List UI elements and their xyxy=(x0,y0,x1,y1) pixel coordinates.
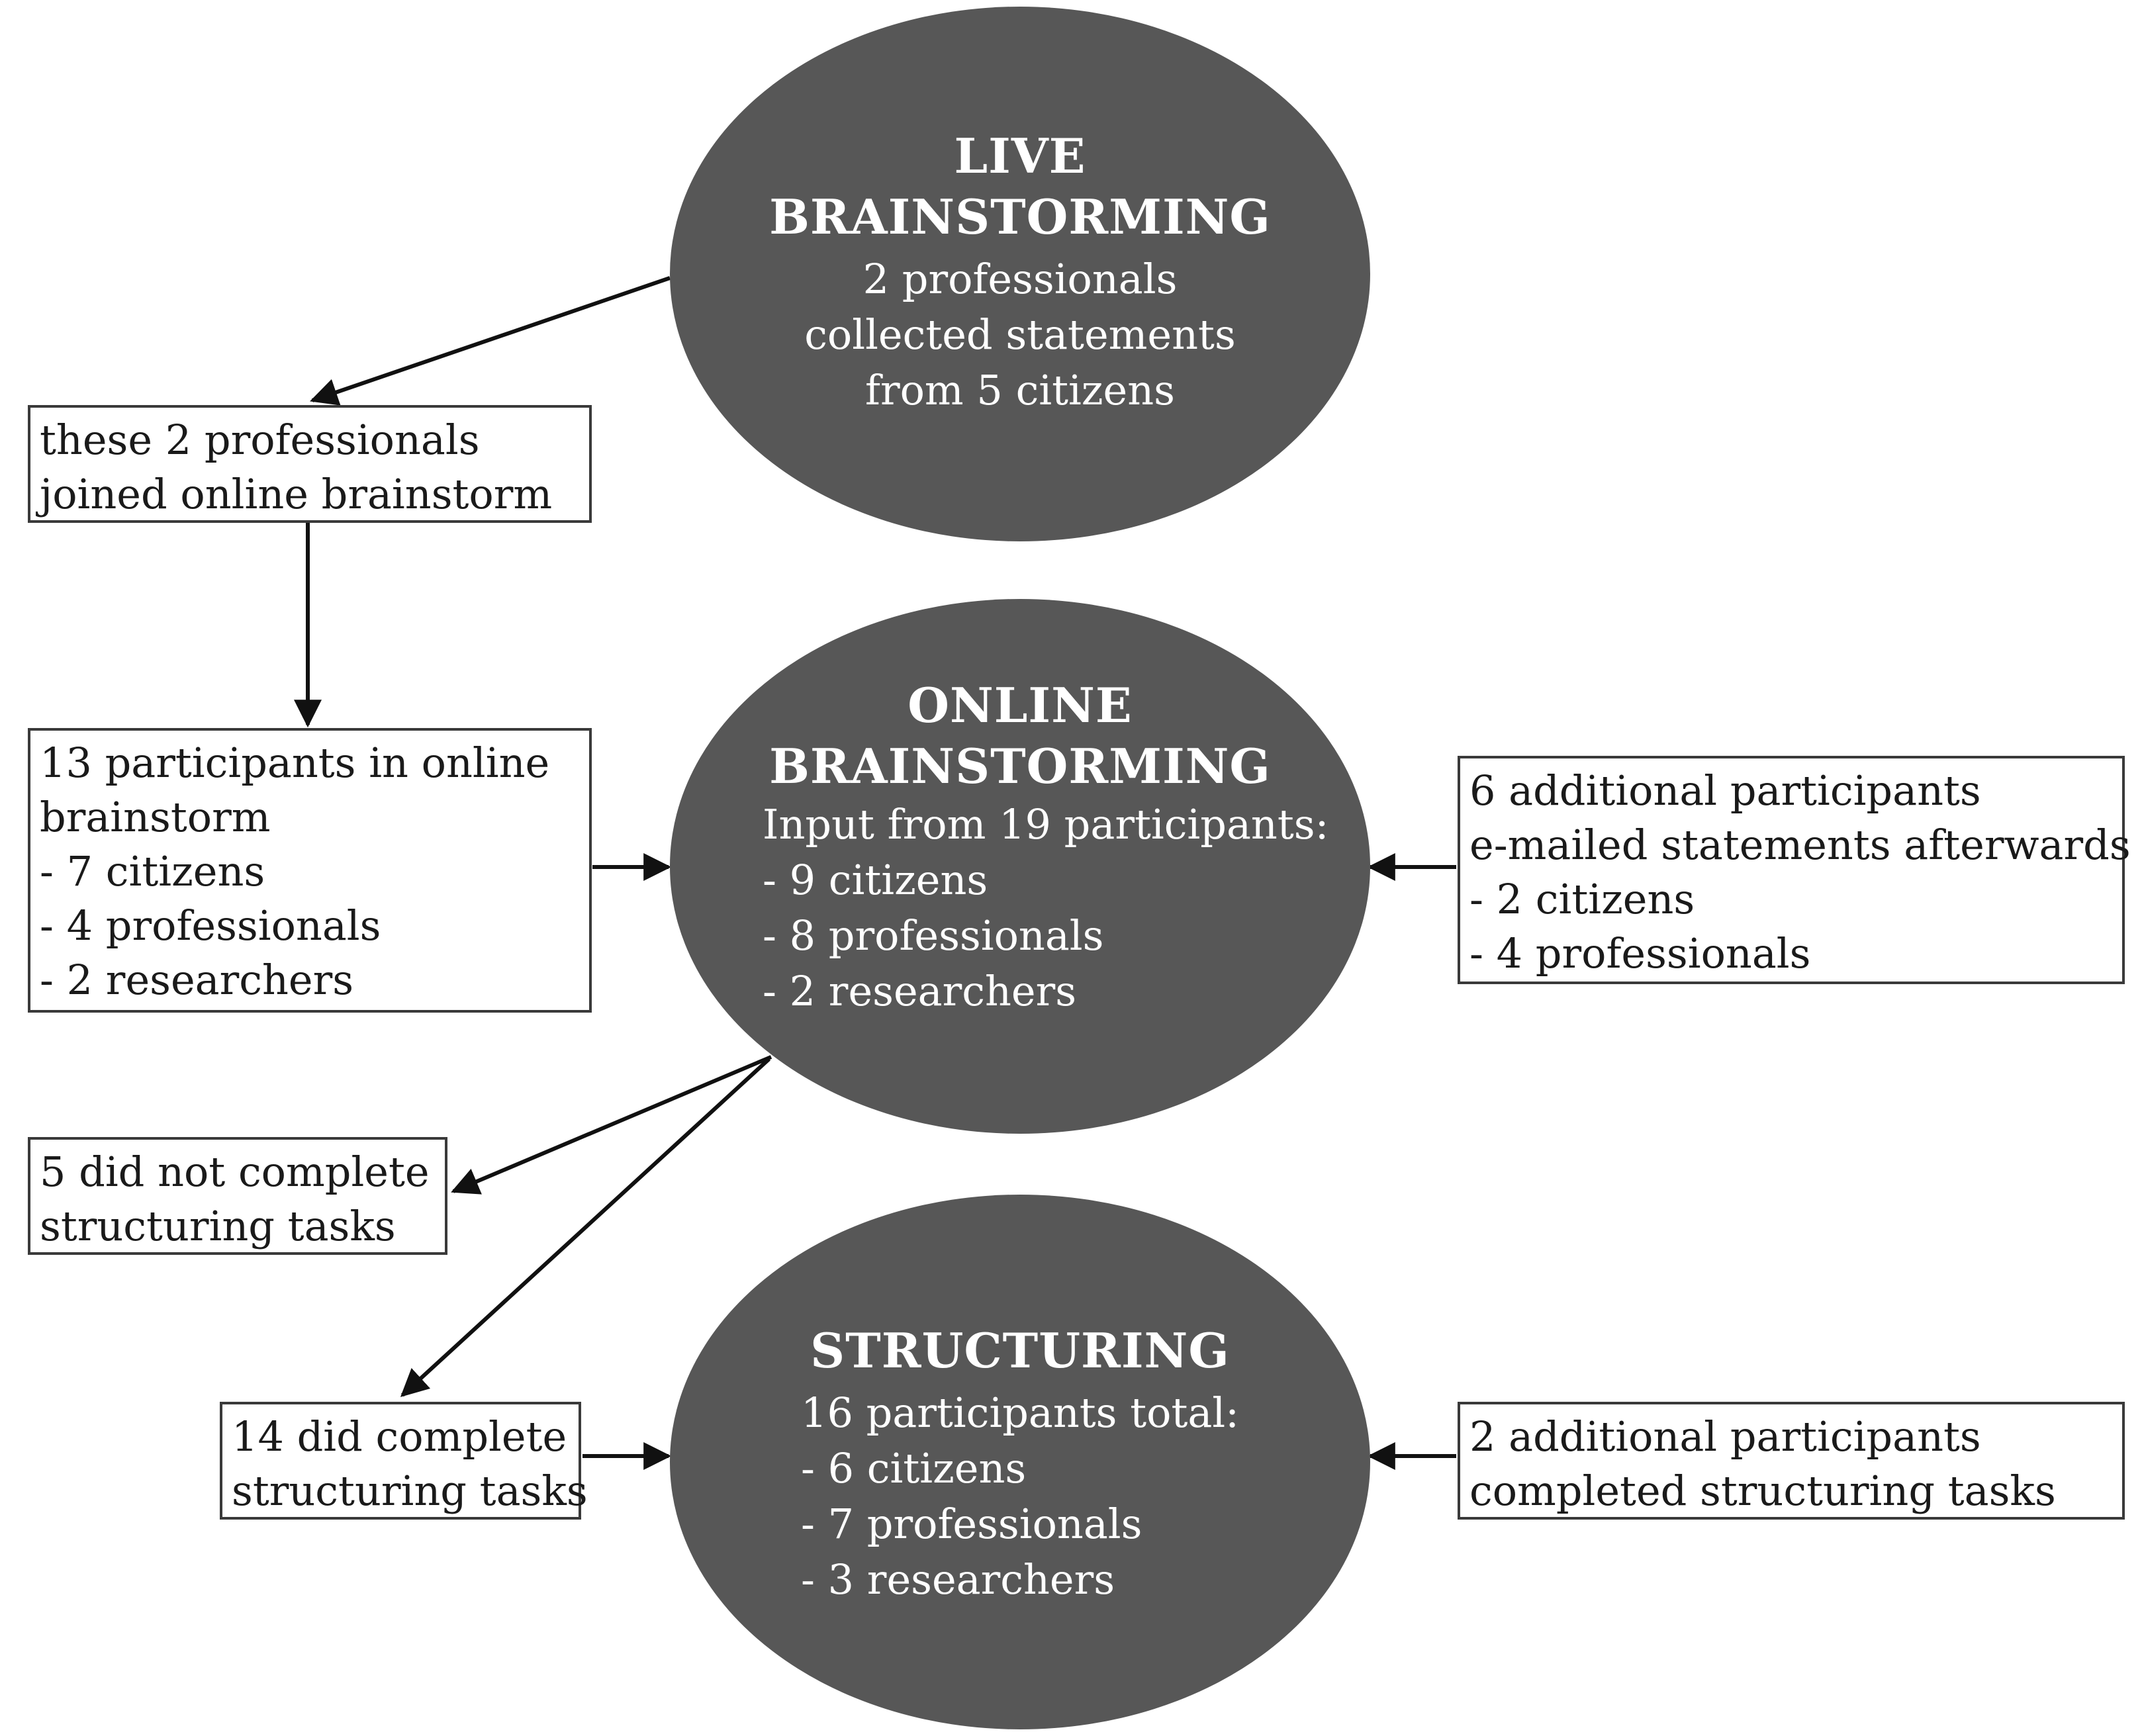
structuring-title: STRUCTURING xyxy=(810,1322,1230,1379)
box-line: brainstorm xyxy=(40,793,271,841)
box-did-complete: 14 did complete structuring tasks xyxy=(220,1402,588,1520)
online-title-line1: ONLINE xyxy=(908,677,1133,733)
box-line: 13 participants in online xyxy=(40,739,550,787)
live-brainstorming-text: LIVE BRAINSTORMING 2 professionals colle… xyxy=(670,126,1370,418)
live-body-line3: from 5 citizens xyxy=(865,366,1175,414)
box-additional-structuring: 2 additional participants completed stru… xyxy=(1458,1402,2125,1520)
list-item: - 8 professionals xyxy=(763,911,1104,960)
live-title-line2: BRAINSTORMING xyxy=(769,189,1271,245)
arrow-live-to-joined-box xyxy=(310,276,671,406)
box-line: 2 additional participants xyxy=(1469,1412,1981,1461)
structuring-text: STRUCTURING 16 participants total: - 6 c… xyxy=(670,1320,1370,1608)
box-online-participants: 13 participants in online brainstorm - 7… xyxy=(28,728,592,1013)
online-brainstorming-text: ONLINE BRAINSTORMING Input from 19 parti… xyxy=(670,675,1370,1019)
box-line: structuring tasks xyxy=(40,1202,396,1250)
list-item: - 7 citizens xyxy=(40,847,265,895)
live-body-line1: 2 professionals xyxy=(862,255,1178,303)
online-brainstorming-ellipse xyxy=(670,599,1370,1134)
box-participant-list: - 2 citizens - 4 professionals xyxy=(1469,872,2113,981)
arrow-online-to-not-complete xyxy=(451,1055,772,1195)
online-intro: Input from 19 participants: xyxy=(763,800,1329,848)
structuring-participant-list: - 6 citizens - 7 professionals - 3 resea… xyxy=(801,1441,1370,1608)
list-item: - 2 researchers xyxy=(763,967,1077,1015)
box-line: joined online brainstorm xyxy=(40,470,553,518)
box-participant-list: - 7 citizens - 4 professionals - 2 resea… xyxy=(40,845,580,1007)
structuring-intro: 16 participants total: xyxy=(801,1389,1240,1437)
list-item: - 7 professionals xyxy=(801,1500,1142,1548)
box-line: these 2 professionals xyxy=(40,416,480,464)
box-did-not-complete: 5 did not complete structuring tasks xyxy=(28,1137,447,1255)
box-line: 6 additional participants xyxy=(1469,766,1981,815)
arrow-online-to-did-complete xyxy=(400,1057,771,1397)
list-item: - 4 professionals xyxy=(40,901,381,950)
list-item: - 3 researchers xyxy=(801,1555,1115,1604)
online-participant-list: - 9 citizens - 8 professionals - 2 resea… xyxy=(763,852,1370,1019)
list-item: - 9 citizens xyxy=(763,856,988,904)
list-item: - 2 researchers xyxy=(40,956,354,1004)
structuring-ellipse xyxy=(670,1195,1370,1729)
box-line: e-mailed statements afterwards xyxy=(1469,821,2131,869)
live-title-line1: LIVE xyxy=(954,128,1086,184)
box-line: 5 did not complete xyxy=(40,1148,430,1196)
box-emailed-statements: 6 additional participants e-mailed state… xyxy=(1458,756,2131,984)
live-brainstorming-ellipse xyxy=(670,7,1370,541)
box-professionals-joined: these 2 professionals joined online brai… xyxy=(28,405,592,523)
list-item: - 6 citizens xyxy=(801,1444,1027,1492)
online-title-line2: BRAINSTORMING xyxy=(769,738,1271,794)
list-item: - 4 professionals xyxy=(1469,929,1811,978)
box-line: 14 did complete xyxy=(232,1412,567,1461)
live-body-line2: collected statements xyxy=(804,310,1236,359)
box-line: completed structuring tasks xyxy=(1469,1467,2056,1515)
list-item: - 2 citizens xyxy=(1469,875,1695,923)
box-line: structuring tasks xyxy=(232,1467,588,1515)
